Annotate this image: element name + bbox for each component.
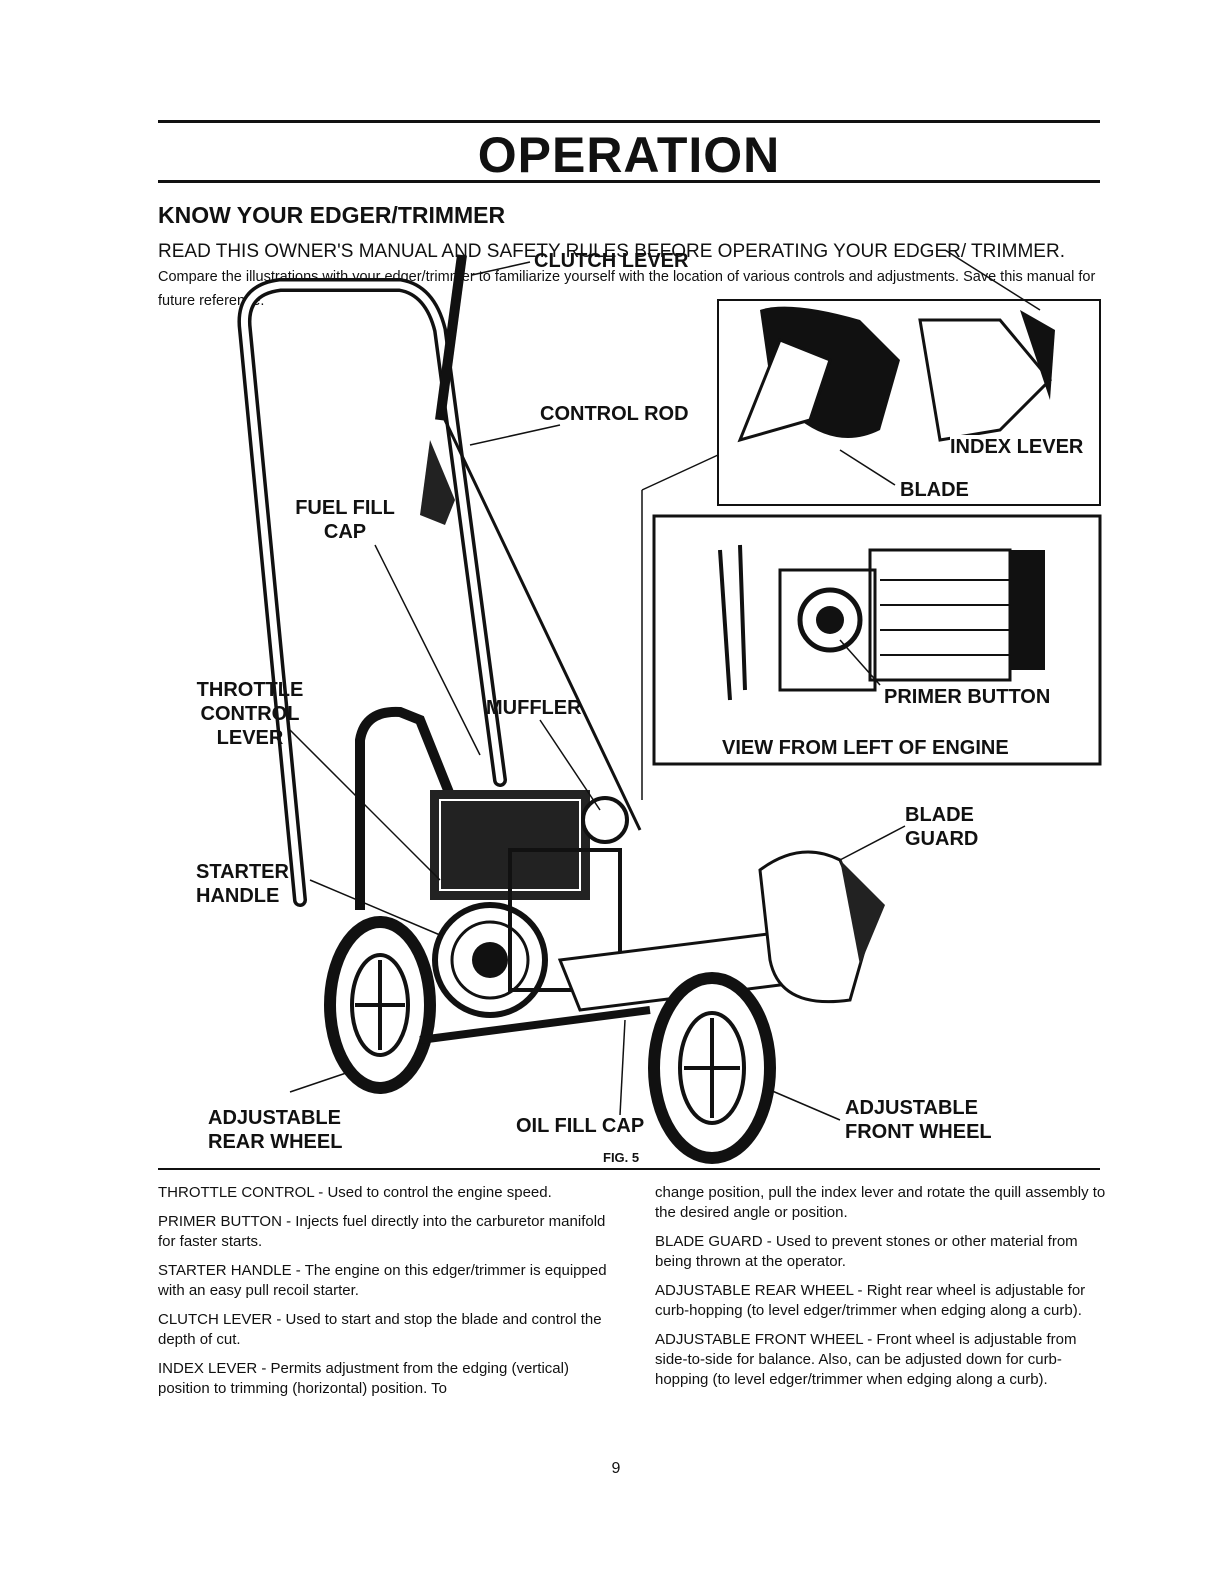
engine-left-view-inset bbox=[652, 514, 1102, 766]
intro-lead: READ THIS OWNER'S MANUAL AND SAFETY RULE… bbox=[158, 241, 1065, 262]
label-muffler: MUFFLER bbox=[486, 697, 582, 719]
desc-throttle-control: THROTTLE CONTROL - Used to control the e… bbox=[158, 1184, 552, 1201]
title-underline bbox=[158, 180, 1100, 183]
label-starter-handle: STARTER HANDLE bbox=[196, 861, 289, 907]
desc-starter-handle: STARTER HANDLE - The engine on this edge… bbox=[158, 1262, 607, 1299]
label-adjustable-front-wheel: ADJUSTABLE FRONT WHEEL bbox=[845, 1097, 992, 1143]
desc-adjustable-front-wheel: ADJUSTABLE FRONT WHEEL - Front wheel is … bbox=[655, 1331, 1077, 1388]
label-clutch-lever: CLUTCH LEVER bbox=[534, 250, 689, 272]
section-heading: KNOW YOUR EDGER/TRIMMER bbox=[158, 202, 506, 228]
desc-primer-button: PRIMER BUTTON - Injects fuel directly in… bbox=[158, 1213, 606, 1250]
label-control-rod: CONTROL ROD bbox=[540, 403, 689, 425]
blade-detail-inset bbox=[717, 299, 1101, 506]
label-blade-guard: BLADE GUARD bbox=[905, 804, 979, 850]
label-primer-button: PRIMER BUTTON bbox=[884, 686, 1051, 708]
label-blade: BLADE bbox=[900, 479, 969, 501]
page-title: OPERATION bbox=[477, 127, 781, 183]
desc-index-lever-continued: change position, pull the index lever an… bbox=[655, 1184, 1106, 1221]
desc-clutch-lever: CLUTCH LEVER - Used to start and stop th… bbox=[158, 1311, 602, 1348]
desc-index-lever: INDEX LEVER - Permits adjustment from th… bbox=[158, 1360, 569, 1397]
figure-bottom-rule bbox=[158, 1168, 1100, 1170]
top-rule bbox=[158, 120, 1100, 123]
label-adjustable-rear-wheel: ADJUSTABLE REAR WHEEL bbox=[208, 1107, 343, 1153]
figure-caption: FIG. 5 bbox=[603, 1150, 640, 1165]
label-oil-fill-cap: OIL FILL CAP bbox=[516, 1115, 645, 1137]
label-fuel-fill-cap: FUEL FILL CAP bbox=[295, 497, 395, 543]
label-index-lever: INDEX LEVER bbox=[950, 435, 1084, 459]
page-number: 9 bbox=[611, 1460, 621, 1477]
desc-adjustable-rear-wheel: ADJUSTABLE REAR WHEEL - Right rear wheel… bbox=[655, 1282, 1086, 1319]
descriptions-right-column: change position, pull the index lever an… bbox=[655, 1183, 1107, 1399]
label-throttle-control-lever: THROTTLE CONTROL LEVER bbox=[196, 679, 304, 749]
descriptions-left-column: THROTTLE CONTROL - Used to control the e… bbox=[158, 1183, 610, 1408]
label-view-from-left-of-engine: VIEW FROM LEFT OF ENGINE bbox=[722, 737, 1009, 759]
desc-blade-guard: BLADE GUARD - Used to prevent stones or … bbox=[655, 1233, 1078, 1270]
